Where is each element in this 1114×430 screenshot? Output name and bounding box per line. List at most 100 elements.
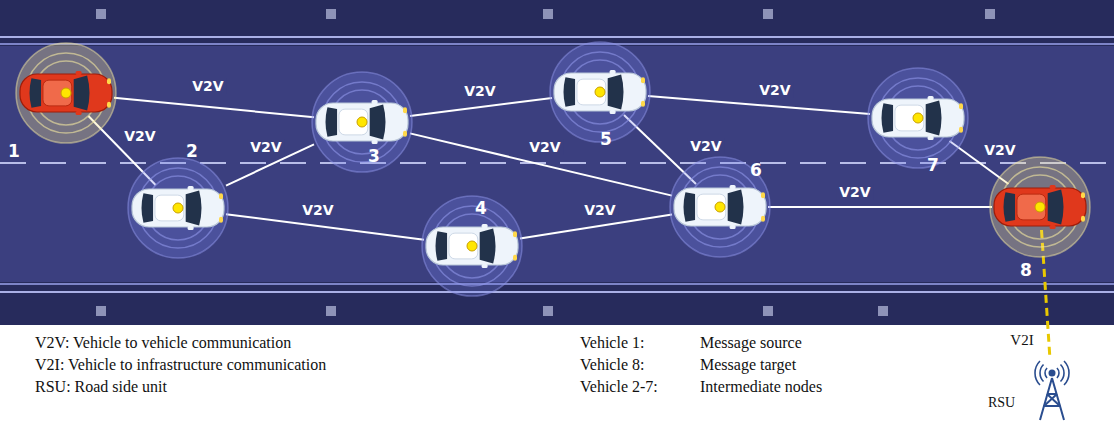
rsu-tower-icon xyxy=(1030,358,1074,422)
car-mirror xyxy=(928,96,934,100)
car-windshield xyxy=(74,76,90,111)
antenna-dot xyxy=(595,87,605,97)
car-rear-window xyxy=(1004,192,1016,221)
car-headlight xyxy=(761,216,765,222)
vehicle-icon xyxy=(424,223,520,269)
road-stud xyxy=(763,306,773,316)
car-headlight xyxy=(513,231,517,237)
car-rear-window xyxy=(684,192,696,221)
car-headlight xyxy=(219,193,223,199)
link-label: V2V xyxy=(981,142,1018,158)
road-stud xyxy=(878,306,888,316)
tower-antenna xyxy=(1049,370,1056,377)
legend-text: Intermediate nodes xyxy=(700,377,822,396)
car-body xyxy=(994,188,1086,226)
car-mirror xyxy=(610,70,616,74)
link-label: V2V xyxy=(461,83,498,99)
car-headlight xyxy=(107,78,111,84)
signal-wave xyxy=(1045,368,1059,378)
car-rear-window xyxy=(564,77,576,106)
signal-halo xyxy=(990,157,1090,257)
car-windshield xyxy=(186,191,202,226)
car-mirror xyxy=(76,71,82,75)
lane-border xyxy=(0,291,1114,293)
vehicle-icon xyxy=(672,184,768,230)
vehicle-icon xyxy=(314,99,410,145)
signal-ring xyxy=(886,86,950,150)
car-roof xyxy=(339,109,368,135)
road-stud xyxy=(96,9,106,19)
car-headlight xyxy=(1081,192,1085,198)
v2v-link xyxy=(410,133,672,195)
vehicle-node: 2 xyxy=(130,185,226,231)
antenna-dot xyxy=(913,113,923,123)
lane-border xyxy=(0,283,1114,285)
vehicle-icon xyxy=(130,185,226,231)
car-mirror xyxy=(1050,185,1056,189)
tower-leg xyxy=(1040,378,1064,420)
v2v-link xyxy=(648,96,870,114)
legend-text: RSU: Road side unit xyxy=(35,377,167,396)
antenna-dot xyxy=(357,117,367,127)
link-label: V2V xyxy=(247,139,284,155)
car-headlight xyxy=(761,192,765,198)
car-headlight xyxy=(513,255,517,261)
car-roof xyxy=(577,79,606,105)
car-body xyxy=(554,73,646,111)
car-headlight xyxy=(641,101,645,107)
car-mirror xyxy=(610,110,616,114)
link-label: V2V xyxy=(687,138,724,154)
car-windshield xyxy=(1048,190,1064,225)
road-surface xyxy=(0,46,1114,282)
vehicle-icon xyxy=(552,69,648,115)
vehicle-node: 8 xyxy=(992,184,1088,230)
car-mirror xyxy=(482,264,488,268)
signal-ring xyxy=(330,90,394,154)
legend-text: V2I: Vehicle to infrastructure communica… xyxy=(35,355,326,374)
link-label: V2V xyxy=(836,184,873,200)
signal-wave xyxy=(1040,365,1064,382)
vehicle-number: 3 xyxy=(368,148,380,165)
car-rear-window xyxy=(142,193,154,222)
antenna-dot xyxy=(1035,202,1045,212)
road-stud xyxy=(985,9,995,19)
link-label: V2V xyxy=(299,202,336,218)
vehicle-icon xyxy=(18,70,114,116)
signal-halo xyxy=(670,157,770,257)
lane-border xyxy=(0,43,1114,45)
road-studs xyxy=(96,9,995,316)
vehicle-icon xyxy=(992,184,1088,230)
car-windshield xyxy=(926,101,942,136)
road-stud xyxy=(543,9,553,19)
car-body xyxy=(132,189,224,227)
v2v-link xyxy=(226,214,424,240)
car-mirror xyxy=(372,100,378,104)
signal-ring xyxy=(1008,175,1072,239)
vehicle-number: 2 xyxy=(186,143,198,160)
road-stud xyxy=(96,306,106,316)
car-headlight xyxy=(959,127,963,133)
legend-text: Vehicle 8: xyxy=(580,355,644,374)
vehicle-node: 5 xyxy=(552,69,648,115)
car-headlight xyxy=(641,77,645,83)
car-headlight xyxy=(219,217,223,223)
v2v-link xyxy=(114,98,314,118)
v2v-link xyxy=(768,206,992,208)
legend-text: Vehicle 2-7: xyxy=(580,377,658,396)
car-mirror xyxy=(372,140,378,144)
signal-halo xyxy=(422,196,522,296)
vehicle-node: 7 xyxy=(870,95,966,141)
vehicle-number: 6 xyxy=(750,162,762,179)
vehicle-icon xyxy=(870,95,966,141)
antenna-dot xyxy=(61,88,71,98)
car-rear-window xyxy=(436,231,448,260)
car-mirror xyxy=(730,185,736,189)
tower-brace xyxy=(1044,394,1060,406)
vehicle-node: 3 xyxy=(314,99,410,145)
car-roof xyxy=(43,80,72,106)
legend-text: Message target xyxy=(700,355,796,374)
antenna-dot xyxy=(715,202,725,212)
vehicle-number: 7 xyxy=(927,157,939,174)
car-roof xyxy=(697,194,726,220)
antenna-dot xyxy=(467,241,477,251)
